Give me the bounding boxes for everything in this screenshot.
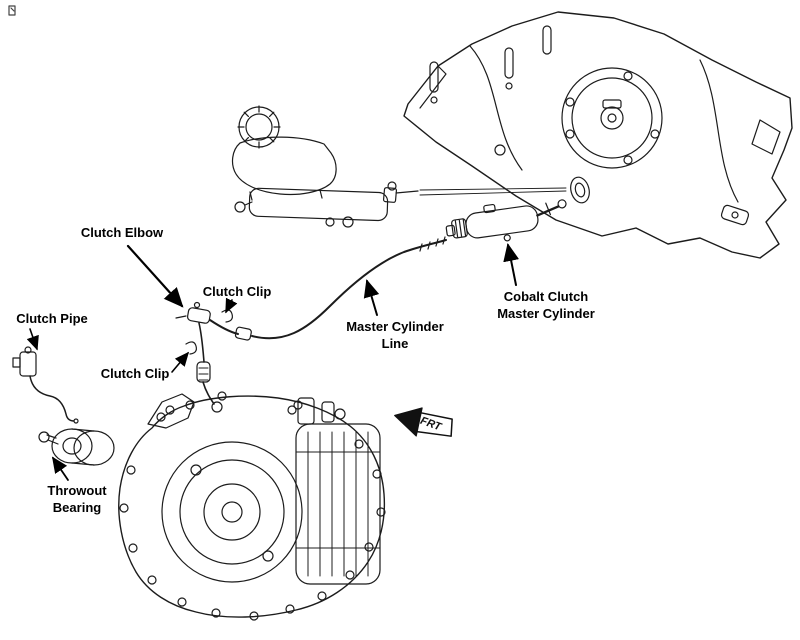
throwout-bearing-arrow [51, 456, 69, 481]
brake-master-cylinder [234, 181, 419, 228]
throwout-bearing-label-line1: Throwout [47, 483, 107, 498]
cobalt-clutch-master-cylinder-label-line2: Master Cylinder [497, 306, 595, 321]
clutch-pipe [12, 346, 79, 424]
master-cylinder-line [209, 236, 447, 341]
bearing-bolt [38, 431, 50, 443]
firewall-panel [403, 11, 793, 259]
mounting-bolt [234, 201, 246, 213]
booster-mount-circle [561, 67, 663, 169]
throwout-bearing [38, 428, 115, 466]
cobalt-clutch-master-cylinder-label: Cobalt Clutch Master Cylinder [486, 288, 606, 322]
clutch-elbow-arrow [126, 244, 184, 308]
clutch-elbow [175, 301, 211, 324]
master-cylinder-line-label-line1: Master Cylinder [346, 319, 444, 334]
clutch-clip-bottom-arrow [171, 351, 190, 373]
clutch-clip-bottom [185, 341, 197, 355]
frt-direction-arrow: FRT [394, 407, 453, 437]
clutch-pipe-arrow [26, 328, 39, 351]
elbow-to-transmission-pipe [196, 322, 223, 413]
throwout-bearing-label-line2: Bearing [52, 500, 102, 515]
clutch-clip-top-arrow [225, 297, 238, 314]
panel-studs [429, 25, 552, 156]
panel-bracket [720, 204, 750, 226]
master-cylinder-line-label: Master Cylinder Line [336, 318, 454, 352]
firewall-hole [570, 176, 590, 204]
cobalt-master-cylinder-arrow [503, 243, 519, 286]
fluid-reservoir [231, 105, 337, 201]
cobalt-clutch-master-cylinder [445, 199, 567, 242]
leader-arrows [26, 243, 519, 481]
transmission [118, 391, 386, 621]
cobalt-clutch-master-cylinder-label-line1: Cobalt Clutch [503, 289, 589, 304]
clutch-pipe-label: Clutch Pipe [16, 311, 88, 326]
corner-artifact [8, 5, 16, 16]
master-cylinder-line-arrow [363, 279, 380, 316]
clutch-clip-top [221, 309, 233, 323]
clutch-clip-bottom-label: Clutch Clip [100, 366, 170, 381]
pushrod-line [419, 187, 567, 196]
transmission-bolts [119, 391, 386, 621]
master-cylinder-line-label-line2: Line [381, 336, 409, 351]
clutch-clip-top-label: Clutch Clip [202, 284, 272, 299]
throwout-bearing-label: Throwout Bearing [34, 482, 120, 516]
clutch-elbow-label: Clutch Elbow [80, 225, 164, 240]
